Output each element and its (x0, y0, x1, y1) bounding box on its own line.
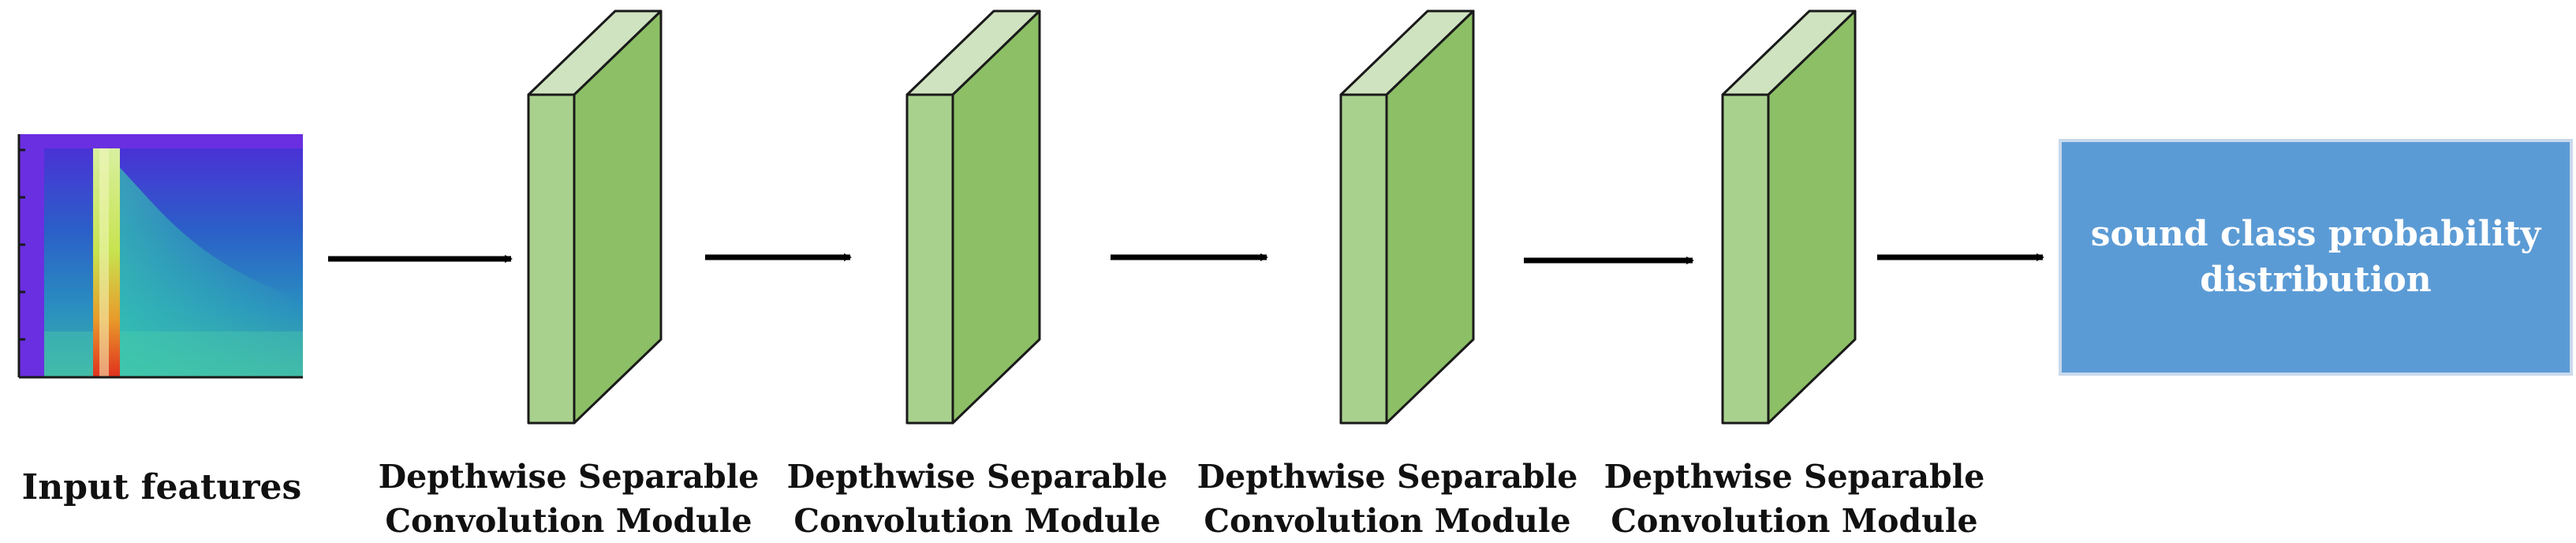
input-features-label: Input features (21, 467, 302, 507)
module-1-label-line1: Depthwise Separable (378, 458, 760, 496)
conv-module-block-3 (1339, 9, 1475, 425)
module-2-label: Depthwise Separable Convolution Module (772, 455, 1182, 543)
module-3-label: Depthwise Separable Convolution Module (1182, 455, 1592, 543)
conv-module-4-front-face (1721, 93, 1770, 425)
conv-module-block-1 (527, 9, 663, 425)
module-1-label-line2: Convolution Module (385, 502, 752, 540)
input-spectrogram-image (17, 134, 303, 379)
conv-module-2-front-face (905, 93, 954, 425)
module-4-label-line2: Convolution Module (1611, 502, 1978, 540)
conv-module-1-front-face (527, 93, 576, 425)
module-3-label-line1: Depthwise Separable (1197, 458, 1578, 496)
module-2-label-line1: Depthwise Separable (786, 458, 1168, 496)
module-3-label-line2: Convolution Module (1204, 502, 1571, 540)
conv-module-3-front-face (1339, 93, 1388, 425)
module-4-label: Depthwise Separable Convolution Module (1589, 455, 1999, 543)
output-box-text: sound class probability distribution (2090, 214, 2541, 300)
conv-module-block-2 (905, 9, 1041, 425)
output-box (2059, 139, 2573, 376)
module-1-label: Depthwise Separable Convolution Module (364, 455, 774, 543)
module-4-label-line1: Depthwise Separable (1603, 458, 1985, 496)
conv-module-block-4 (1721, 9, 1857, 425)
module-2-label-line2: Convolution Module (793, 502, 1161, 540)
